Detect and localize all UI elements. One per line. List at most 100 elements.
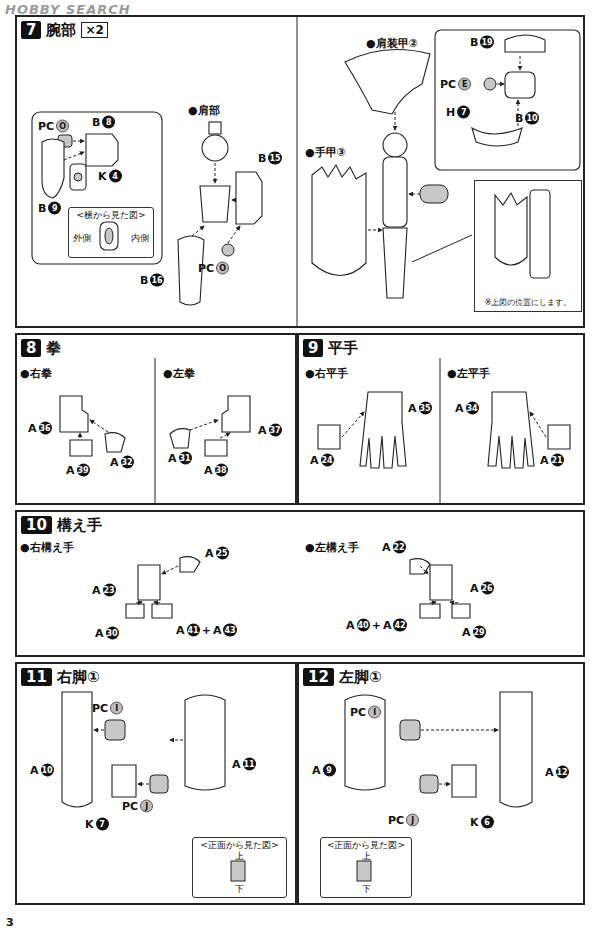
part-label: A: [462, 626, 471, 639]
step-title: 右脚①: [57, 668, 100, 686]
direction-label: 外側: [73, 233, 91, 244]
arm-assembly: [530, 190, 550, 278]
view-inset: <正面から見た図>上下: [192, 837, 287, 898]
fist-parts: [60, 396, 250, 456]
count-badge: ×2: [81, 22, 107, 38]
step-panel: 8拳: [15, 333, 297, 505]
ready-hand-parts: [420, 566, 428, 574]
arm-parts: [86, 134, 118, 166]
leg-parts: [345, 695, 385, 790]
callout-letter: O: [216, 262, 229, 275]
part-label: A: [455, 402, 464, 415]
callout-number: 16: [150, 274, 163, 287]
step-header: 9平手: [303, 339, 358, 357]
ready-hand-parts: [430, 565, 452, 600]
part-callout: A32: [110, 456, 134, 469]
watermark: HOBBY SEARCH: [5, 2, 131, 17]
ready-hand-parts: [152, 604, 172, 618]
fist-parts: [170, 429, 190, 448]
part-callout: ●左平手: [447, 367, 490, 380]
part-label: ●右拳: [20, 367, 52, 380]
arm-assembly: [472, 128, 522, 146]
callout-number: 15: [268, 152, 281, 165]
callout-number: 35: [419, 402, 432, 415]
leg-parts: [94, 730, 104, 731]
part-label: A: [92, 584, 101, 597]
arm-parts: [215, 163, 216, 183]
arm-assembly: [505, 35, 545, 52]
part-callout: PCI: [350, 706, 381, 719]
part-callout: A30: [95, 627, 119, 640]
callout-number: 32: [121, 456, 134, 469]
part-callout: B15: [258, 152, 282, 165]
leg-parts: [105, 720, 125, 740]
part-callout: PCJ: [122, 800, 153, 813]
part-callout: A36: [28, 422, 52, 435]
callout-number: 10: [41, 764, 54, 777]
step-number: 12: [303, 668, 334, 686]
leg-parts: [357, 861, 371, 881]
part-callout: K6: [470, 816, 494, 829]
fist-parts: [190, 420, 218, 430]
flat-hand-parts: [318, 425, 340, 449]
part-callout: B19: [470, 36, 494, 49]
part-label: B: [140, 274, 148, 287]
leg-parts: [500, 692, 532, 807]
part-callout: A39: [66, 464, 90, 477]
part-callout: PCJ: [388, 814, 419, 827]
arm-parts: [100, 222, 118, 250]
arm-parts: [105, 228, 113, 244]
step-header: 10構え手: [21, 516, 102, 534]
callout-number: 9: [48, 202, 61, 215]
direction-label: 内側: [131, 233, 149, 244]
callout-number: 26: [481, 582, 494, 595]
part-callout: A37: [258, 424, 282, 437]
inset-row: 外側 内側: [73, 221, 149, 255]
step-header: 12左脚①: [303, 668, 382, 686]
part-label: K: [98, 170, 107, 183]
part-label: ●右構え手: [20, 541, 74, 554]
inset-title: <正面から見た図>: [327, 840, 405, 851]
flat-hand-parts: [548, 425, 570, 449]
part-label: B: [470, 36, 478, 49]
view-inset: <横から見た図>外側内側: [68, 207, 154, 258]
part-callout: A10: [30, 764, 54, 777]
step-title: 平手: [328, 339, 358, 357]
arm-assembly: [412, 235, 472, 262]
callout-number: 11: [243, 758, 256, 771]
leg-parts: [170, 740, 183, 741]
part-label: ●肩部: [188, 104, 220, 117]
callout-number: 6: [481, 816, 494, 829]
part-callout: ●手甲③: [305, 146, 346, 159]
callout-letter: J: [140, 800, 153, 813]
step-panel: 9平手: [297, 333, 585, 505]
part-label: ●左構え手: [305, 541, 359, 554]
part-callout: K4: [98, 170, 122, 183]
part-label: A: [205, 547, 214, 560]
callout-number: 10: [525, 112, 538, 125]
leg-parts: [452, 765, 476, 797]
step-header: 8拳: [21, 339, 61, 357]
part-label: PC: [388, 814, 404, 827]
callout-number: 30: [106, 627, 119, 640]
part-label: A: [310, 454, 319, 467]
panel-divider: [155, 358, 156, 505]
part-callout: B8: [92, 116, 115, 129]
callout-number: 29: [473, 626, 486, 639]
part-callout: A26: [470, 582, 494, 595]
leg-parts: [138, 784, 149, 785]
arm-parts: [200, 186, 230, 222]
part-label: PC: [350, 706, 366, 719]
part-callout: A23: [92, 584, 116, 597]
fist-parts: [70, 440, 92, 456]
callout-number: 41: [187, 624, 200, 637]
direction-label: 上: [235, 851, 244, 862]
leg-parts: [400, 720, 420, 740]
arm-parts: [42, 139, 64, 198]
ready-hand-parts: [452, 604, 470, 618]
ready-hand-parts: [138, 565, 160, 600]
arm-parts: [209, 122, 221, 134]
fist-parts: [105, 433, 125, 452]
part-label: A: [176, 624, 185, 637]
